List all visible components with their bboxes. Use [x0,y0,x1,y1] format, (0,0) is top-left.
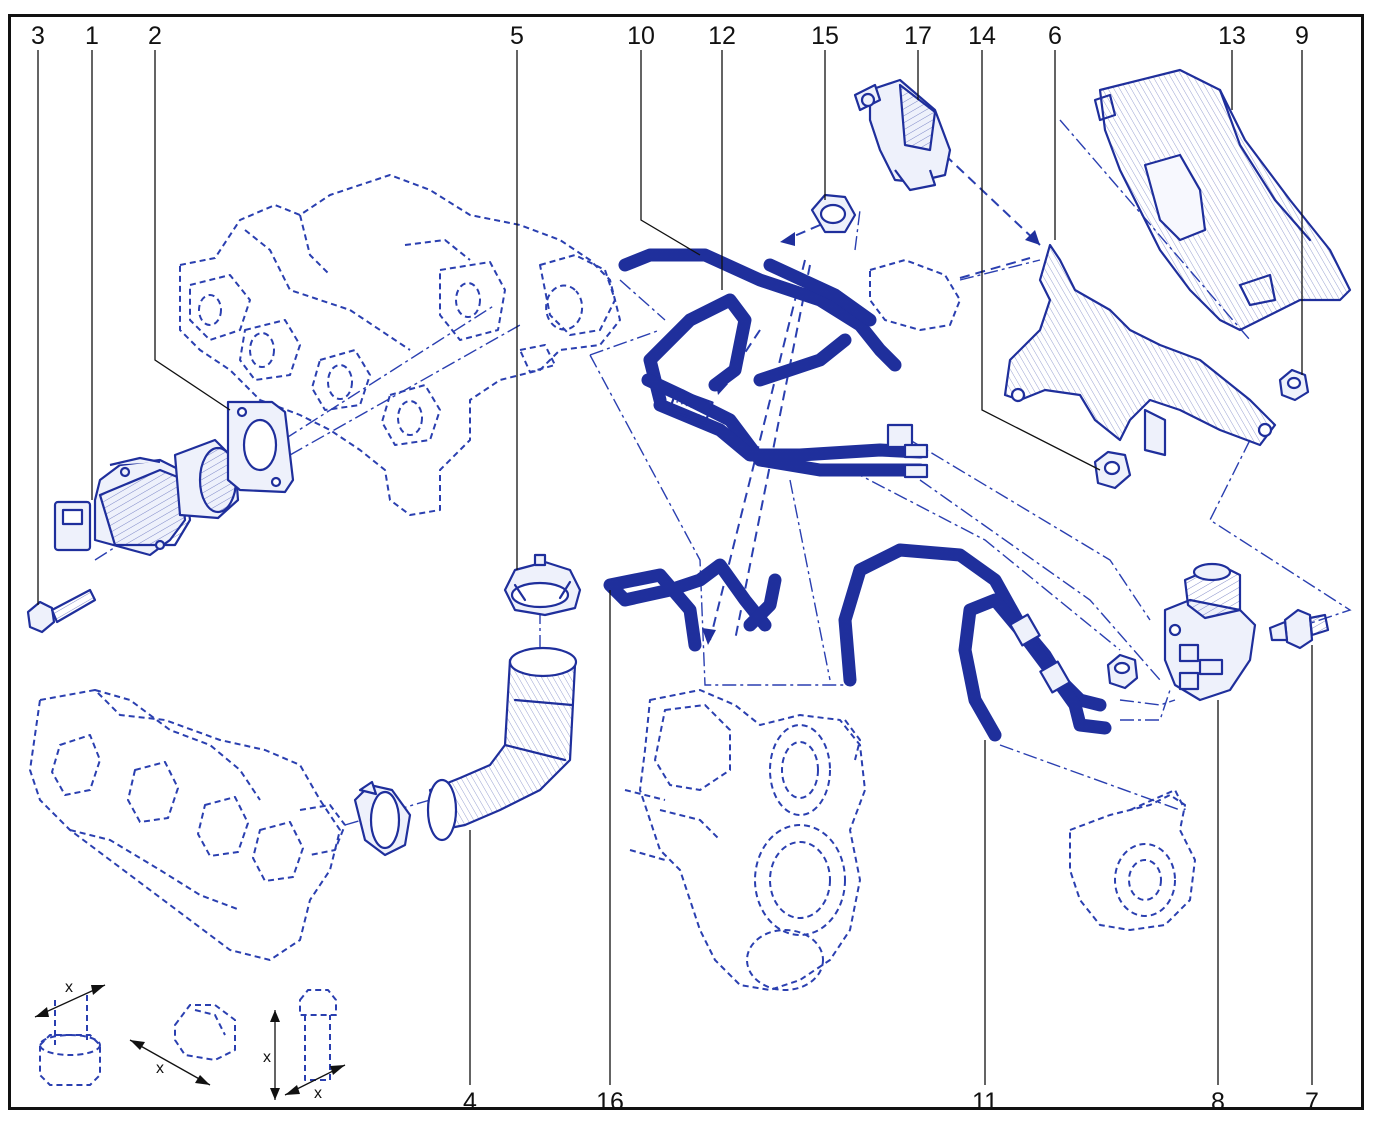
callout-6: 6 [1048,22,1062,50]
callout-10: 10 [627,22,655,50]
callout-14: 14 [968,22,996,50]
pressure-sensor-7 [1268,608,1330,650]
callout-2: 2 [148,22,162,50]
dimension-clamp-sketch: x [129,1004,236,1086]
hose-clamp-upper [503,553,582,617]
ghost-turbocharger [624,689,866,991]
callout-1: 1 [85,22,99,50]
hose-16 [603,558,782,652]
hose-connector [869,259,961,331]
callout-15: 15 [811,22,839,50]
dim-x-bolt-length: x [263,1049,271,1066]
ghost-lower-manifold [29,689,346,961]
hose-11 [838,543,1112,742]
callout-11: 11 [972,1088,998,1116]
callout-4: 4 [463,1088,477,1116]
small-clamp-15 [810,193,857,234]
intake-hose [426,646,578,842]
heat-shield-13 [1093,68,1352,332]
callout-12: 12 [708,22,736,50]
dimension-bolt-sketch: x x [263,989,346,1102]
dim-x-bolt-diameter: x [314,1085,322,1102]
dimension-nut-sketch: x [34,979,106,1086]
ghost-upper-manifold [179,174,621,516]
nut-14 [1093,450,1132,490]
callout-8: 8 [1211,1088,1225,1116]
plug-cap [1106,653,1139,690]
egr-gasket [226,400,295,494]
nut-9 [1278,368,1310,402]
solenoid-valve-17 [853,78,952,192]
ghost-vacuum-pump [1069,789,1196,931]
callout-17: 17 [904,22,932,50]
callout-13: 13 [1218,22,1246,50]
callout-7: 7 [1305,1088,1319,1116]
mounting-bracket-6 [1003,243,1277,457]
callout-leaders [37,50,1313,1085]
hose-clamp-lower [353,780,412,857]
callout-3: 3 [31,22,45,50]
callout-labels: 3 1 2 5 10 12 15 17 14 6 13 9 4 16 11 8 … [31,22,1319,1116]
callout-9: 9 [1295,22,1309,50]
egr-valve [53,438,240,557]
callout-5: 5 [510,22,524,50]
vacuum-hose-assembly [618,248,929,479]
dim-x-clamp: x [156,1060,164,1077]
egr-bolt [26,588,97,634]
callout-16: 16 [596,1088,624,1116]
vacuum-modulator-8 [1163,562,1257,702]
dim-x-nut: x [65,979,73,996]
